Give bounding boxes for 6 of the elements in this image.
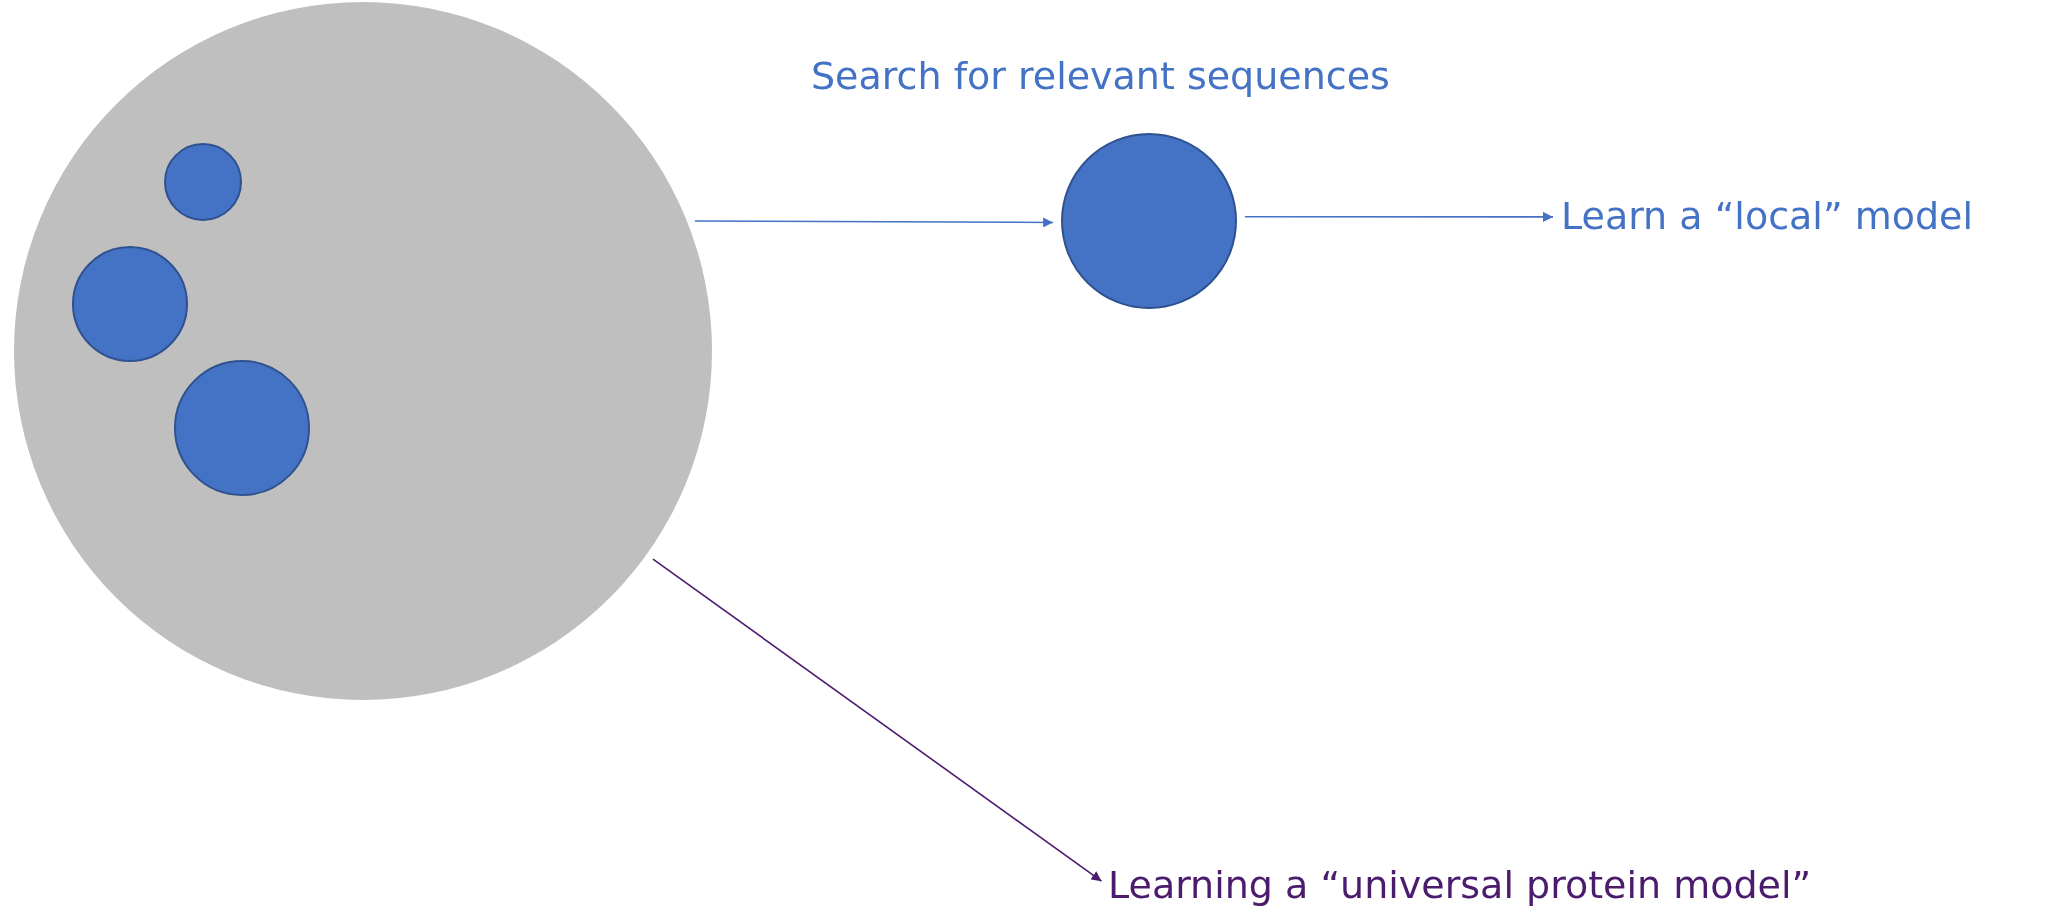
arrow [694, 217, 1054, 228]
arrow [1244, 211, 1554, 222]
text-label: Learn a “local” model [1561, 194, 1973, 240]
arrow [652, 558, 1103, 882]
text-label: Learning a “universal protein model” [1108, 863, 1812, 909]
caption-text: Search for relevant sequences [811, 54, 1390, 100]
